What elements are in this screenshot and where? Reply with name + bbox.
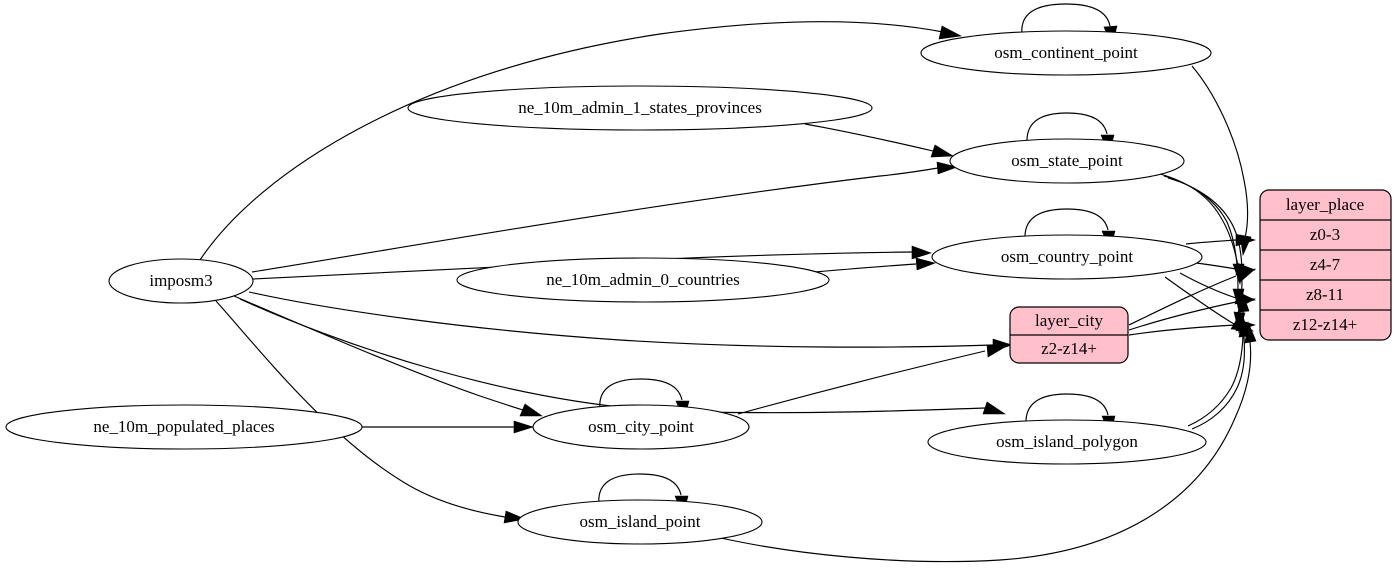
node-ne-10m-admin-0-countries[interactable]: ne_10m_admin_0_countries	[456, 257, 830, 303]
layer-place-box	[1259, 189, 1392, 341]
node-ne-10m-admin-1-states-provinces[interactable]: ne_10m_admin_1_states_provinces	[407, 85, 873, 131]
node-osm-state-point[interactable]: osm_state_point	[949, 138, 1185, 184]
edge-imposm3-to-osm-island-polygon	[239, 298, 1006, 415]
edge-osm-city-point-to-layer-city	[737, 344, 1006, 415]
node-imposm3[interactable]: imposm3	[108, 258, 254, 304]
edge-imposm3-to-osm-city-point	[233, 295, 543, 417]
edge-imposm3-to-osm-state-point	[251, 161, 959, 273]
edge-osm-country-point-to-layer-place-z0-3	[1185, 233, 1256, 247]
edge-layer-city-to-layer-place-z12-z14	[1128, 318, 1256, 336]
node-osm-country-point[interactable]: osm_country_point	[931, 234, 1203, 280]
edge-osm-continent-point-to-layer-place-z0-3	[1191, 65, 1252, 257]
node-ne-10m-populated-places[interactable]: ne_10m_populated_places	[5, 404, 363, 450]
edge-ne-countries-to-osm-country-point	[814, 257, 936, 273]
edge-ne-states-to-osm-state-point	[804, 123, 954, 158]
node-osm-city-point[interactable]: osm_city_point	[532, 404, 750, 450]
edge-layer-city-to-layer-place-z4-7	[1128, 268, 1256, 326]
node-layer: imposm3 ne_10m_admin_1_states_provinces …	[5, 30, 1212, 545]
node-osm-island-point[interactable]: osm_island_point	[517, 499, 763, 545]
edge-imposm3-to-osm-continent-point	[199, 21, 962, 261]
edge-osm-island-point-to-layer-place-z12-z14	[711, 320, 1257, 563]
edge-ne-populated-to-osm-city-point	[362, 420, 534, 434]
node-layer-place[interactable]: layer_place z0-3 z4-7 z8-11 z12-z14+	[1259, 189, 1392, 341]
node-layer-city[interactable]: layer_city z2-z14+	[1009, 306, 1129, 364]
edge-osm-island-polygon-to-layer-place-z12-z14	[1191, 315, 1251, 430]
node-osm-continent-point[interactable]: osm_continent_point	[920, 30, 1212, 76]
node-osm-island-polygon[interactable]: osm_island_polygon	[927, 419, 1207, 465]
